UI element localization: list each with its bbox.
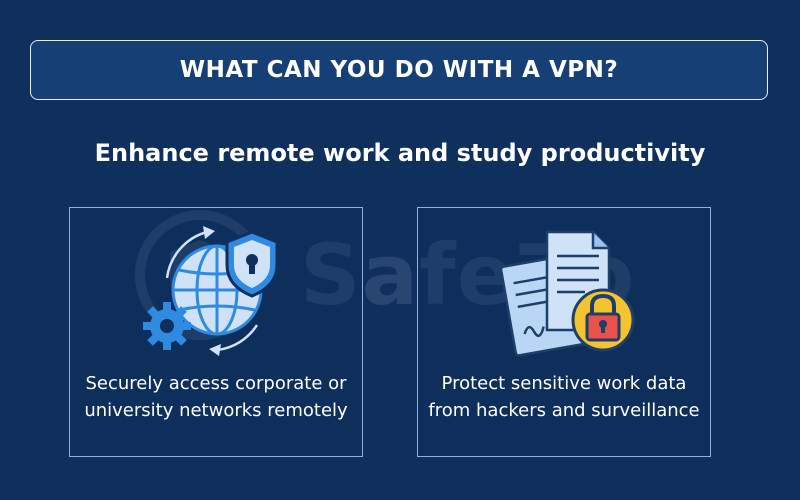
title-banner: WHAT CAN YOU DO WITH A VPN? [30,40,768,100]
documents-lock-icon [499,230,635,357]
section-subtitle: Enhance remote work and study productivi… [94,139,706,167]
feature-card-remote-access: Securely access corporate or university … [69,207,363,457]
feature-text: Securely access corporate or university … [84,373,348,421]
feature-card-data-protection: Protect sensitive work data from hackers… [417,207,711,457]
page-title: WHAT CAN YOU DO WITH A VPN? [179,57,619,83]
globe-shield-gear-icon [143,226,279,356]
feature-text: Protect sensitive work data from hackers… [428,373,700,421]
